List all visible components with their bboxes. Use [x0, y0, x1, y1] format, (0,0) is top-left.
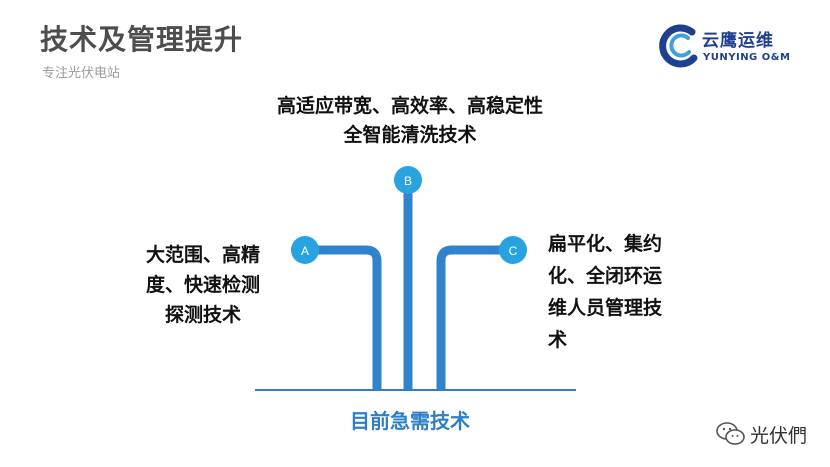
tech-c-line-3: 维人员管理技	[548, 297, 663, 319]
node-c: C	[499, 236, 527, 264]
node-b: B	[394, 166, 422, 194]
logo-name: 云鹰运维	[702, 31, 774, 51]
watermark: 光伏們	[716, 418, 826, 448]
tech-b-line-1: 高适应带宽、高效率、高稳定性	[276, 95, 543, 117]
pipe-c	[436, 245, 500, 390]
page-subtitle: 专注光伏电站	[42, 66, 121, 81]
tech-b-line-2: 全智能清洗技术	[343, 124, 477, 146]
node-a-label: A	[301, 244, 309, 258]
tech-a-description: 大范围、高精 度、快速检测 探测技术	[118, 240, 288, 330]
tech-a-line-2: 度、快速检测	[145, 274, 260, 296]
page-title: 技术及管理提升	[40, 23, 244, 56]
tech-c-line-2: 化、全闭环运	[548, 265, 663, 287]
tech-c-line-1: 扁平化、集约	[548, 233, 663, 255]
tech-a-line-3: 探测技术	[164, 304, 241, 326]
pipe-a	[318, 245, 382, 390]
watermark-text: 光伏們	[750, 425, 808, 447]
node-b-label: B	[404, 174, 412, 188]
tech-c-description: 扁平化、集约 化、全闭环运 维人员管理技 术	[548, 228, 698, 356]
node-c-label: C	[509, 244, 518, 258]
urgent-tech-label: 目前急需技术	[350, 409, 470, 433]
wechat-icon	[716, 422, 745, 445]
tech-c-line-4: 术	[548, 329, 568, 351]
node-a: A	[291, 236, 319, 264]
logo-subtext: YUNYING O&M	[703, 52, 791, 63]
yunying-logo-icon	[659, 24, 698, 68]
tech-a-line-1: 大范围、高精	[145, 244, 260, 266]
brand-logo: 云鹰运维 YUNYING O&M	[658, 22, 818, 70]
tech-b-description: 高适应带宽、高效率、高稳定性 全智能清洗技术	[200, 92, 620, 150]
